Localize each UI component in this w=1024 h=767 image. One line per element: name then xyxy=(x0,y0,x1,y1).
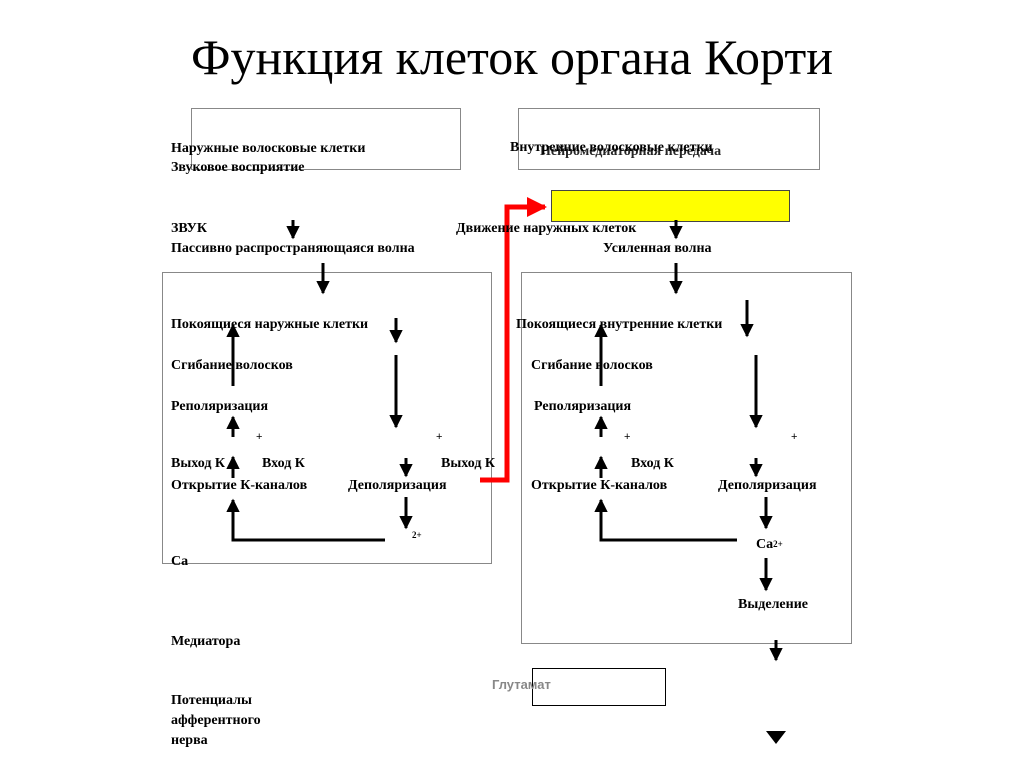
right-header-box xyxy=(518,108,820,170)
left-header-outer-cells: Наружные волосковые клетки xyxy=(171,141,366,156)
right-header-inner-cells: Внутренние волосковые клетки xyxy=(510,140,713,155)
label-mediator: Медиатора xyxy=(171,634,241,649)
label-zvuk: ЗВУК xyxy=(171,221,208,236)
label-resting-outer: Покоящиеся наружные клетки xyxy=(171,317,369,332)
label-bending-right: Сгибание волосков xyxy=(531,358,653,373)
left-process-box xyxy=(162,272,492,564)
label-passive-wave: Пассивно распространяющаяся волна xyxy=(171,241,415,256)
superscript-2plus-left: 2+ xyxy=(412,530,422,540)
label-resting-inner: Покоящиеся внутренние клетки xyxy=(516,317,723,332)
plus-sign: + xyxy=(624,431,631,443)
label-ca-right: Са2+ xyxy=(756,536,783,553)
plus-sign: + xyxy=(436,431,443,443)
label-repol-right: Реполяризация xyxy=(534,399,632,414)
left-header-sound-perception: Звуковое восприятие xyxy=(171,160,305,175)
right-header-neurotransmission: Нейромедиаторная передача xyxy=(540,144,722,159)
arrow-feedback-right xyxy=(594,498,737,542)
label-repol-left: Реполяризация xyxy=(171,399,269,414)
label-kexit-left: Выход К xyxy=(171,456,226,471)
label-amplified-wave: Усиленная волна xyxy=(603,241,712,256)
label-potentials-3: нерва xyxy=(171,733,208,748)
label-depol-right: Деполяризация xyxy=(718,478,817,493)
label-release: Выделение xyxy=(738,597,808,612)
ca-text-right: Са xyxy=(756,537,774,552)
label-bending-left: Сгибание волосков xyxy=(171,358,293,373)
highlight-box xyxy=(551,190,790,222)
label-kopen-left: Открытие К-каналов xyxy=(171,478,308,493)
plus-sign: + xyxy=(791,431,798,443)
label-glutamate: Глутамат xyxy=(492,677,551,692)
arrow-head-bottom xyxy=(766,731,786,744)
label-outer-cell-movement: Движение наружных клеток xyxy=(456,221,637,236)
superscript-2plus-right: 2+ xyxy=(773,539,783,549)
label-kentry-left: Вход К xyxy=(262,456,305,471)
label-kopen-right: Открытие К-каналов xyxy=(531,478,668,493)
label-ca-left: Са xyxy=(171,554,189,569)
red-arrow xyxy=(480,197,547,483)
left-header-box xyxy=(191,108,461,170)
arrow-feedback-left xyxy=(226,498,385,542)
plus-sign: + xyxy=(256,431,263,443)
label-kentry-right: Вход К xyxy=(631,456,674,471)
label-potentials-1: Потенциалы xyxy=(171,693,252,708)
right-process-box xyxy=(521,272,852,644)
label-depol-left: Деполяризация xyxy=(348,478,447,493)
label-kexit-center: Выход К xyxy=(441,456,496,471)
glutamate-box xyxy=(532,668,666,706)
label-potentials-2: афферентного xyxy=(171,713,261,728)
slide-title: Функция клеток органа Корти xyxy=(191,29,833,85)
